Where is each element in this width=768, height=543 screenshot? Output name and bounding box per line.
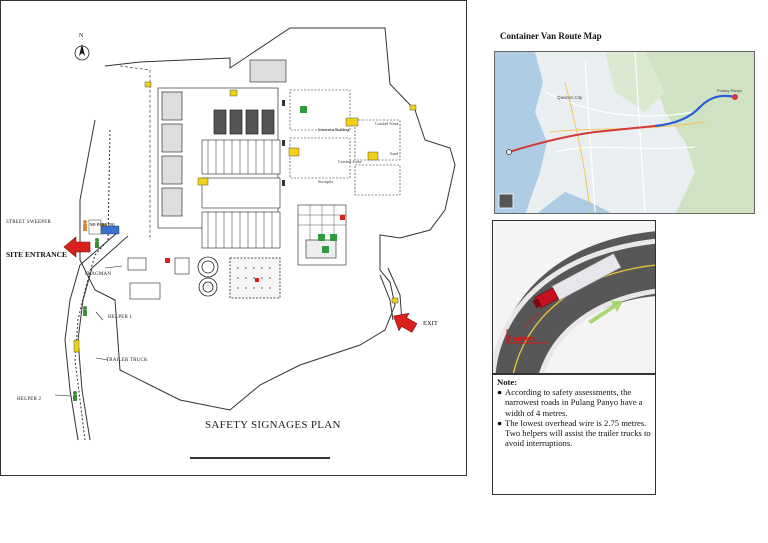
destination-pin [732,94,738,100]
street-sweeper-label: STREET SWEEPER [6,220,52,225]
fence-line [119,65,151,240]
generator-label: Generator Building [318,128,350,132]
note-box: Note: ● According to safety assessments,… [492,374,656,495]
route-line-red [508,125,656,153]
sand-label: Sand [390,152,398,156]
exit-label: EXIT [423,320,438,327]
direction-arrow [588,301,623,324]
site-plan-drawing [54,27,456,441]
helper2-label: HELPER 2 [17,397,42,402]
plan-title: SAFETY SIGNAGES PLAN [205,419,341,431]
sand-area [354,164,401,196]
note-item-text: The lowest overhead wire is 2.75 metres.… [505,417,651,449]
route-map: Quezon City Pulang Panyo [494,51,755,214]
site-plan: N STREET SWEEPER SITE ENTRANCE FLAGMAN H… [0,0,467,476]
lake-water [537,192,612,213]
north-arrow [74,44,90,61]
route-map-drawing: Quezon City Pulang Panyo [495,52,754,213]
note-item-text: According to safety assessments, the nar… [505,387,643,418]
bullet-icon: ● [497,387,503,398]
bullet-icon: ● [497,417,503,428]
route-map-title: Container Van Route Map [500,31,602,41]
site-access-road [64,231,119,441]
note-item: ● The lowest overhead wire is 2.75 metre… [497,418,651,449]
trailer-truck [532,252,622,309]
site-access-road-2 [77,235,129,441]
worker-figures [73,220,99,401]
centre-line [512,264,655,373]
plan-title-underline [190,457,330,459]
trailer-truck-icon [73,339,80,353]
crushed-stone-label-1: Crushed Stone [375,122,399,126]
origin-pin [506,149,512,155]
stockpile-label: Stockpile [318,180,334,184]
turning-diagram-drawing [493,221,655,373]
site-entrance-label: SITE ENTRANCE [6,250,68,259]
site-road-right [379,274,394,321]
note-item: ● According to safety assessments, the n… [497,387,651,418]
north-label: N [79,33,84,39]
site-entrance-arrow [63,236,91,258]
site-road-right-2 [387,267,403,323]
note-heading: Note: [497,377,518,387]
width-label: 8 meters [507,334,537,343]
map-place-pulang: Pulang Panyo [717,88,743,93]
no-parking-text: NO PARKING [90,223,115,227]
crushed-stone-label-2: Crushed Stone [338,160,362,164]
green-terrain [645,52,754,213]
turning-diagram: 8 meters [492,220,656,374]
helper1-label: HELPER 1 [108,315,133,320]
bay-water [495,52,547,213]
site-boundary [79,27,456,411]
crushed-stone-area-1 [289,89,351,131]
map-place-quezon: Quezon City [557,95,583,100]
trailer-truck-label: TRAILER TRUCK [106,358,148,363]
route-line-blue [654,94,736,128]
flagman-label: FLAGMAN [85,272,112,277]
exit-arrow [393,312,418,333]
